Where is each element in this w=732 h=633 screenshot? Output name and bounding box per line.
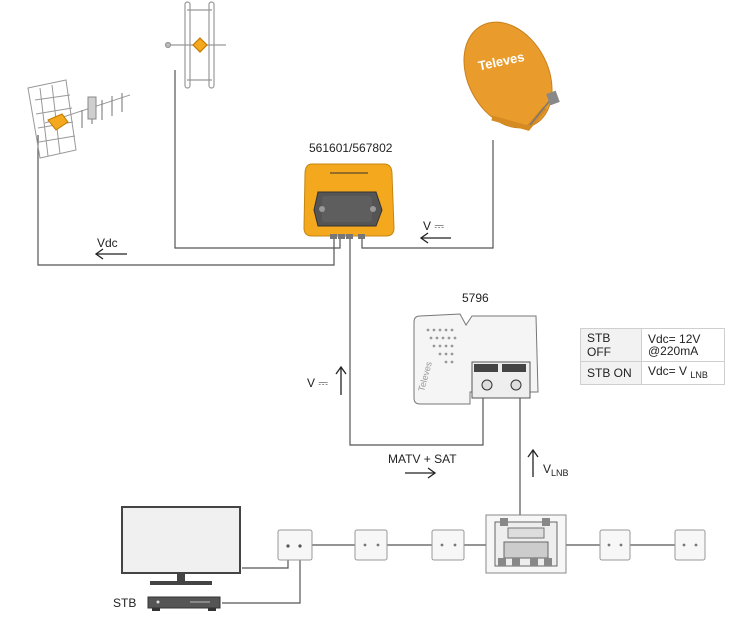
stb-off-value: Vdc= 12V@220mA bbox=[641, 328, 725, 362]
stb-on-cell: STB ON bbox=[580, 361, 642, 385]
headend-amplifier-icon bbox=[303, 163, 395, 239]
v-mast-label: V ⎓ bbox=[307, 376, 328, 390]
wall-outlet-2 bbox=[354, 529, 388, 561]
amplifier-model-label: 5796 bbox=[462, 291, 489, 305]
splitter-icon bbox=[485, 514, 567, 574]
cable-yagi bbox=[37, 135, 335, 266]
arrow-v-mast bbox=[335, 365, 347, 395]
yagi-antenna-icon bbox=[27, 79, 131, 159]
stb-voltage-table: STB OFF Vdc= 12V@220mA STB ON Vdc= V LNB bbox=[580, 328, 725, 385]
cable-headend-amp bbox=[349, 238, 484, 446]
stb-label: STB bbox=[113, 596, 137, 610]
arrow-vlnb bbox=[527, 448, 539, 477]
wall-outlet-3 bbox=[431, 529, 465, 561]
wall-outlet-4 bbox=[599, 529, 631, 561]
wall-outlet-5 bbox=[674, 529, 706, 561]
arrow-v-sat bbox=[419, 232, 451, 244]
cable-stb bbox=[222, 548, 301, 604]
vlnb-label: VLNB bbox=[543, 462, 569, 478]
wall-outlets bbox=[277, 529, 706, 561]
wall-outlet-1 bbox=[277, 529, 313, 561]
arrow-vdc bbox=[94, 248, 127, 260]
vdc-label: Vdc bbox=[97, 236, 118, 250]
stb-on-value: Vdc= V LNB bbox=[641, 361, 725, 385]
matv-sat-label: MATV + SAT bbox=[388, 452, 457, 466]
headend-model-label: 561601/567802 bbox=[309, 141, 393, 155]
arrows bbox=[94, 232, 539, 479]
power-supply-icon: Televes bbox=[413, 313, 539, 405]
cable-dipole bbox=[174, 70, 341, 249]
stb-box-icon bbox=[147, 596, 221, 611]
cable-dish bbox=[361, 140, 494, 249]
arrow-matv-sat bbox=[405, 467, 437, 479]
table-row: STB OFF Vdc= 12V@220mA bbox=[580, 328, 725, 362]
dipole-antenna-icon bbox=[164, 1, 226, 89]
table-row: STB ON Vdc= V LNB bbox=[580, 361, 725, 385]
satellite-dish-icon: Televes bbox=[463, 21, 560, 131]
v-sat-label: V ⎓ bbox=[423, 219, 444, 233]
tv-icon bbox=[121, 506, 241, 585]
stb-off-cell: STB OFF bbox=[580, 328, 642, 362]
